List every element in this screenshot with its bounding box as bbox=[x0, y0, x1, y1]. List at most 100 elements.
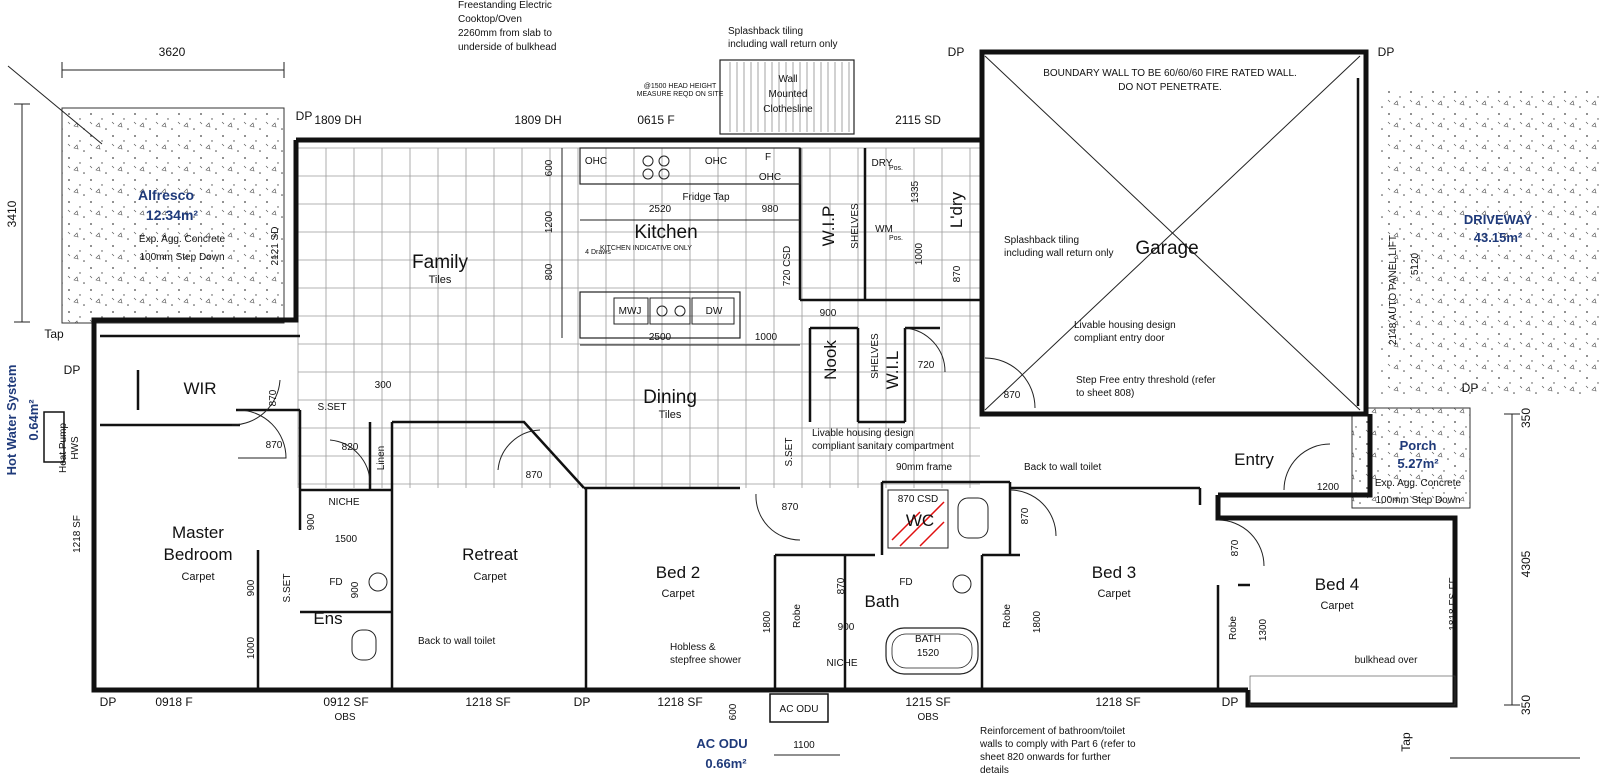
robe-bed4: Robe bbox=[1228, 616, 1239, 640]
window-w10: 1218 SF bbox=[657, 695, 702, 709]
ohc-label-3: OHC bbox=[759, 172, 781, 183]
bath-niche: NICHE bbox=[826, 658, 857, 669]
dim-980: 980 bbox=[762, 204, 779, 215]
reinforce-note-2: walls to comply with Part 6 (refer to bbox=[979, 739, 1136, 750]
porch-area: 5.27m² bbox=[1397, 456, 1439, 471]
dim-870-v2: 870 bbox=[268, 389, 279, 406]
tap-2: Tap bbox=[1399, 732, 1413, 752]
dimension-lines bbox=[7, 62, 1580, 759]
clothesline-box bbox=[719, 59, 855, 135]
reinforce-note-4: details bbox=[980, 765, 1009, 776]
clothesline-1: Wall bbox=[778, 74, 797, 85]
dim-1335: 1335 bbox=[910, 180, 921, 203]
wc-compartment bbox=[887, 489, 989, 549]
sset-bath: S.SET bbox=[784, 438, 795, 467]
hws-tag: HWS bbox=[70, 436, 81, 460]
master-label-1: Master bbox=[172, 523, 224, 542]
wm-pos: Pos. bbox=[889, 235, 903, 242]
splash-note-2-1: Splashback tiling bbox=[1004, 235, 1079, 246]
dp-3: DP bbox=[1378, 45, 1395, 59]
wil-shelves: SHELVES bbox=[870, 333, 881, 379]
dim-1300: 1300 bbox=[1258, 618, 1269, 641]
hws-line1: Hot Water System bbox=[4, 365, 19, 476]
reinforce-note-1: Reinforcement of bathroom/toilet bbox=[980, 726, 1125, 737]
alfresco-slab bbox=[61, 107, 285, 324]
dim-900-v: 900 bbox=[306, 513, 317, 530]
alfresco-area: 12.34m² bbox=[146, 207, 198, 223]
bath-tub-label: BATH bbox=[915, 634, 941, 645]
ens-label: Ens bbox=[313, 609, 342, 628]
ldry-label: L'dry bbox=[947, 191, 966, 228]
dim-350-b: 350 bbox=[1519, 695, 1533, 715]
bed3-label: Bed 3 bbox=[1092, 563, 1136, 582]
livable-wc-note-1: Livable housing design bbox=[812, 428, 914, 439]
sset-label: S.SET bbox=[318, 402, 347, 413]
boundary-note-2: DO NOT PENETRATE. bbox=[1118, 82, 1222, 93]
alfresco-label: Alfresco bbox=[138, 187, 194, 203]
garage-label: Garage bbox=[1135, 238, 1198, 259]
dp-2: DP bbox=[948, 45, 965, 59]
wil-label: W.I.L bbox=[883, 351, 902, 390]
window-w6: 1218 SF bbox=[72, 515, 83, 553]
tap-1: Tap bbox=[44, 327, 64, 341]
robe-bed3: Robe bbox=[1002, 604, 1013, 628]
wip-label: W.I.P bbox=[819, 206, 838, 247]
master-label-2: Bedroom bbox=[164, 545, 233, 564]
alfresco-line1: Exp. Agg. Concrete bbox=[139, 234, 226, 245]
autopanel-note: 2148 AUTO PANEL LIFT bbox=[1388, 235, 1399, 345]
porch-line2: 100mm Step Down bbox=[1375, 495, 1460, 506]
dim-1000: 1000 bbox=[755, 332, 778, 343]
dim-350-a: 350 bbox=[1519, 408, 1533, 428]
boundary-note-1: BOUNDARY WALL TO BE 60/60/60 FIRE RATED … bbox=[1043, 68, 1297, 79]
dim-3620: 3620 bbox=[159, 45, 186, 59]
bath-label: Bath bbox=[865, 592, 900, 611]
internal-walls bbox=[100, 148, 1250, 690]
bulkhead-over-note: bulkhead over bbox=[1355, 655, 1418, 666]
retreat-finish: Carpet bbox=[473, 571, 506, 583]
head-height-2: MEASURE REQD ON SITE bbox=[637, 91, 724, 98]
btw-note-2: Back to wall toilet bbox=[418, 636, 495, 647]
wc-label: WC bbox=[906, 511, 934, 530]
bed4-bulkhead bbox=[1249, 675, 1456, 706]
acodu-label: AC ODU bbox=[696, 736, 747, 751]
dim-5120: 5120 bbox=[1410, 252, 1421, 275]
dim-870-v4: 870 bbox=[836, 577, 847, 594]
bath-fd: FD bbox=[899, 577, 912, 588]
bed4-finish: Carpet bbox=[1320, 600, 1353, 612]
ens-fd: FD bbox=[329, 577, 342, 588]
head-height-1: @1500 HEAD HEIGHT bbox=[644, 83, 717, 90]
family-label: Family bbox=[412, 252, 468, 273]
dim-870-a: 870 bbox=[266, 440, 283, 451]
master-finish: Carpet bbox=[181, 571, 214, 583]
retreat-label: Retreat bbox=[462, 545, 518, 564]
dim-2520: 2520 bbox=[649, 204, 672, 215]
dim-2500: 2500 bbox=[649, 332, 672, 343]
dim-900: 900 bbox=[820, 308, 837, 319]
window-w8: 0912 SF bbox=[323, 695, 368, 709]
wip-shelves: SHELVES bbox=[850, 203, 861, 249]
dim-1800-a: 1800 bbox=[762, 610, 773, 633]
window-w5: 2121 SD bbox=[270, 227, 281, 266]
drawers-label: 4 Draws bbox=[585, 249, 611, 256]
mwj-label: MWJ bbox=[619, 306, 642, 317]
porch-label: Porch bbox=[1400, 438, 1437, 453]
dim-1000-v2: 1000 bbox=[246, 636, 257, 659]
window-w9: 1218 SF bbox=[465, 695, 510, 709]
window-w4: 2115 SD bbox=[895, 113, 941, 127]
dim-3410: 3410 bbox=[5, 200, 19, 227]
livable-door-note-1: Livable housing design bbox=[1074, 320, 1176, 331]
ac-odu-box bbox=[769, 693, 829, 723]
bed2-finish: Carpet bbox=[661, 588, 694, 600]
dim-300: 300 bbox=[375, 380, 392, 391]
driveway-area: 43.15m² bbox=[1474, 230, 1523, 245]
acodu-area: 0.66m² bbox=[705, 756, 747, 771]
acodu-dim: 1100 bbox=[793, 740, 815, 751]
hws-unit bbox=[43, 411, 65, 463]
dim-1800-b: 1800 bbox=[1032, 610, 1043, 633]
cooktop-note-2: Cooktop/Oven bbox=[458, 14, 522, 25]
stepfree-note-2: to sheet 808) bbox=[1076, 388, 1134, 399]
dim-820: 820 bbox=[342, 442, 359, 453]
dw-label: DW bbox=[706, 306, 723, 317]
window-w1: 1809 DH bbox=[314, 113, 361, 127]
